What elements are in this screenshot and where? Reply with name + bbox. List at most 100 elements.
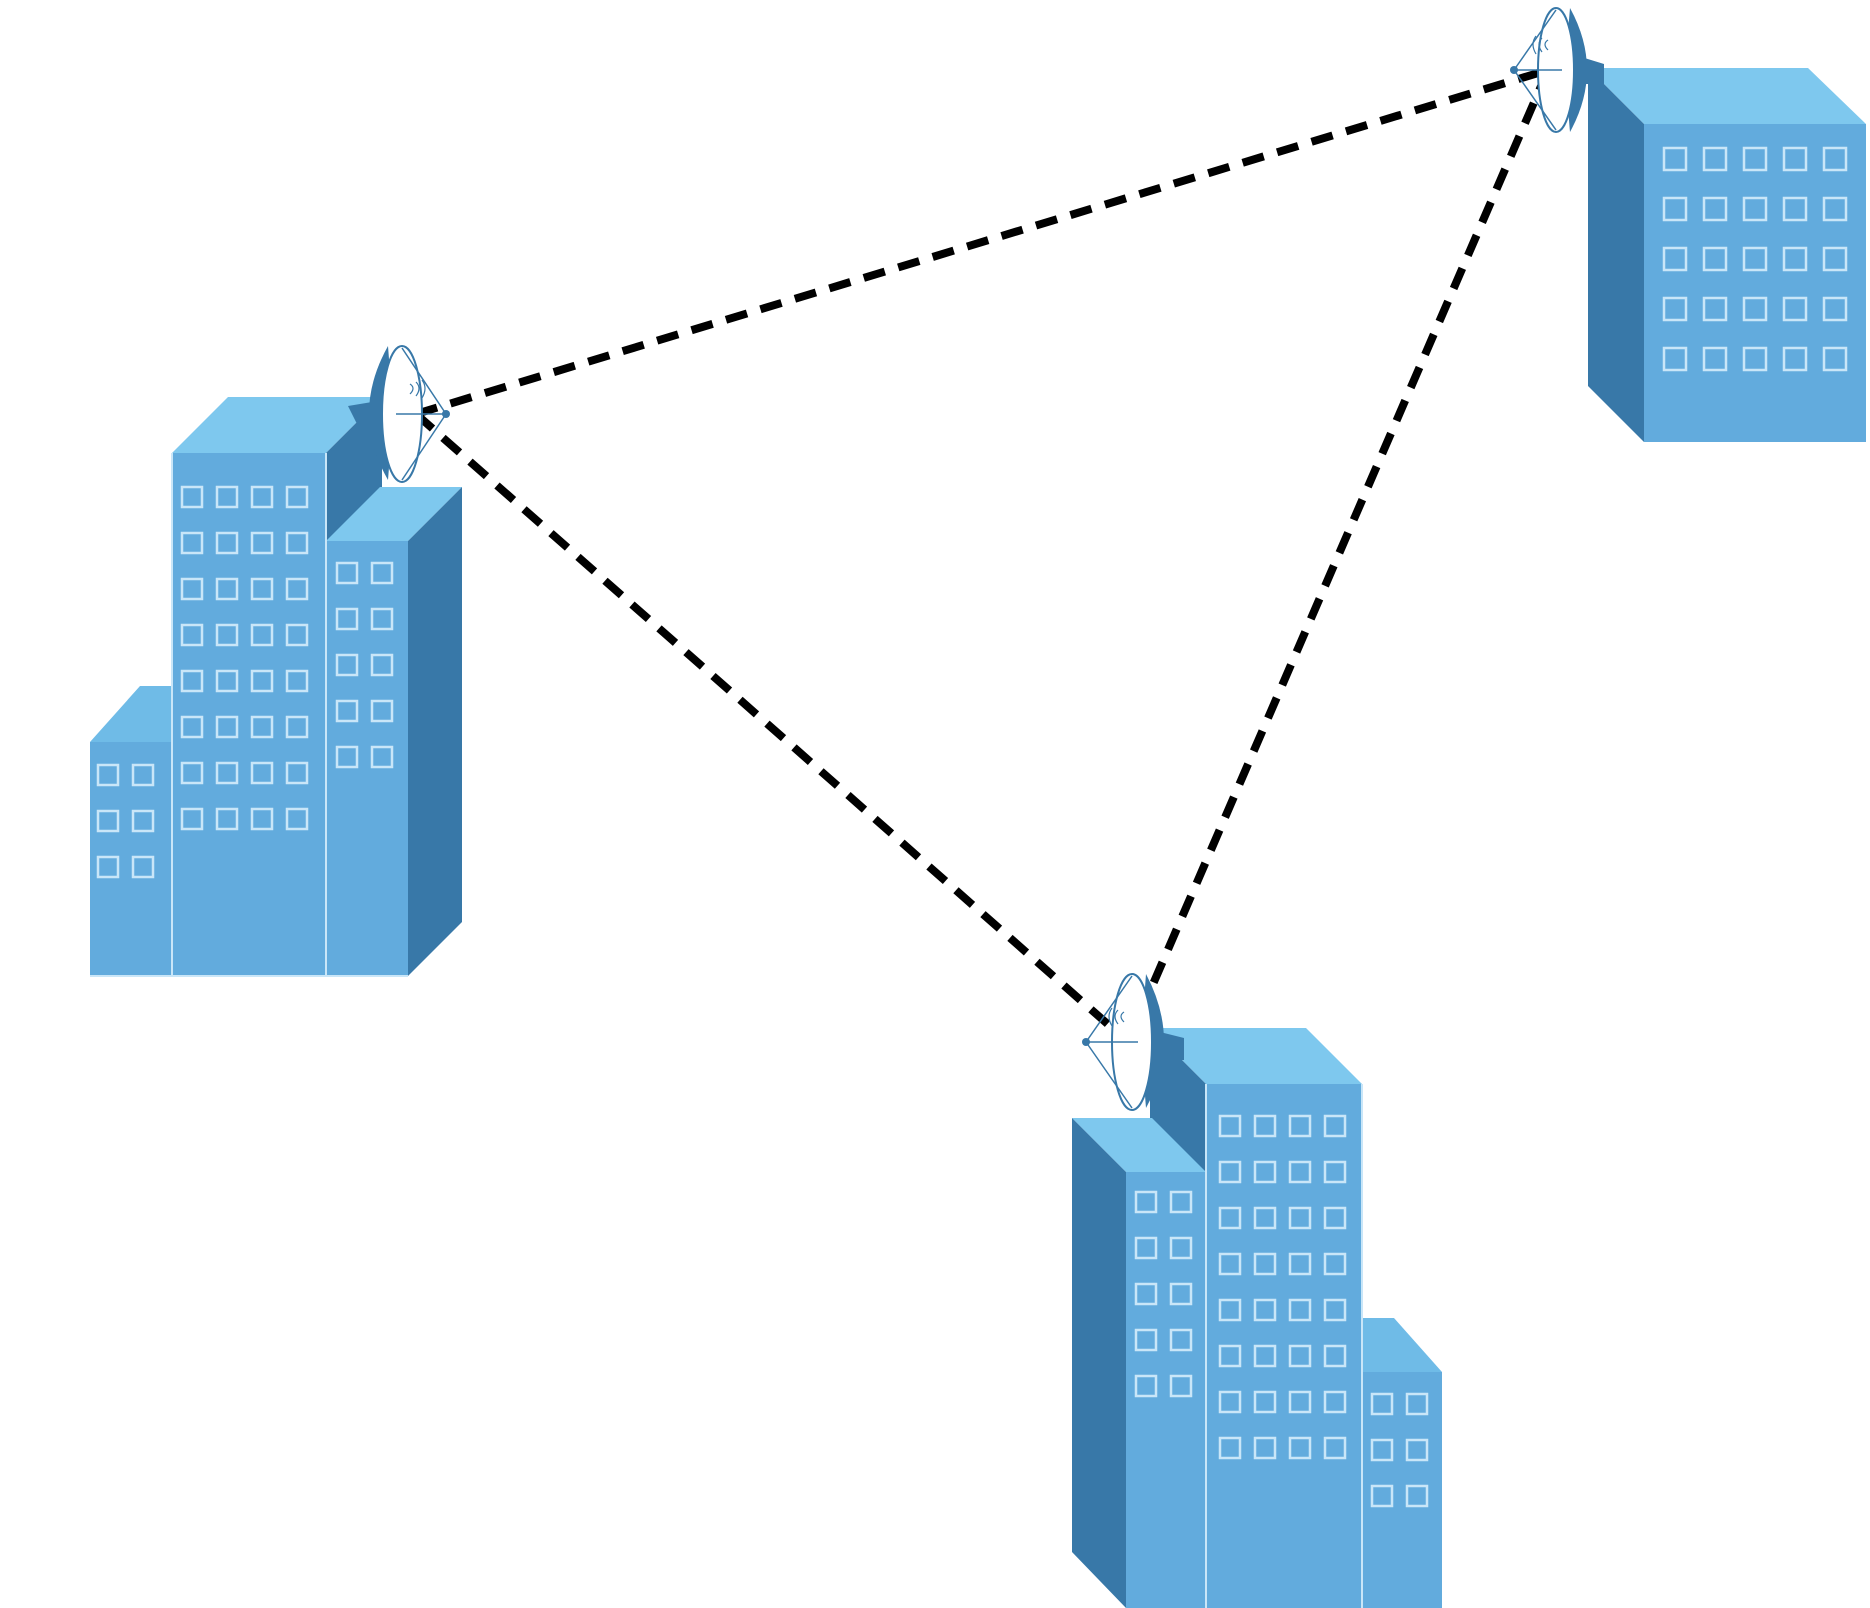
window xyxy=(131,855,155,879)
window xyxy=(1288,1344,1312,1368)
window xyxy=(1288,1298,1312,1322)
window xyxy=(1370,1392,1394,1416)
window xyxy=(215,577,239,601)
building-top-right xyxy=(1588,68,1866,442)
window xyxy=(1370,1484,1394,1508)
window xyxy=(1742,246,1768,272)
window xyxy=(215,531,239,555)
window xyxy=(1288,1160,1312,1184)
window xyxy=(1323,1298,1347,1322)
window xyxy=(1662,346,1688,372)
windows-top-right xyxy=(1662,146,1848,372)
window xyxy=(1253,1298,1277,1322)
window xyxy=(1742,346,1768,372)
window xyxy=(370,653,394,677)
building-bottom-left-block xyxy=(1072,1118,1206,1608)
window xyxy=(1253,1114,1277,1138)
window xyxy=(180,715,204,739)
window xyxy=(285,807,309,831)
window xyxy=(1218,1114,1242,1138)
window xyxy=(250,669,274,693)
window xyxy=(1662,246,1688,272)
window xyxy=(215,761,239,785)
window xyxy=(1169,1374,1193,1398)
window xyxy=(1253,1344,1277,1368)
window xyxy=(1370,1438,1394,1462)
window xyxy=(1782,146,1808,172)
window xyxy=(1782,296,1808,322)
window xyxy=(335,745,359,769)
window xyxy=(250,623,274,647)
window xyxy=(285,485,309,509)
window xyxy=(1662,296,1688,322)
window xyxy=(1822,346,1848,372)
window xyxy=(1134,1282,1158,1306)
window xyxy=(285,715,309,739)
window xyxy=(1742,146,1768,172)
window xyxy=(370,699,394,723)
window xyxy=(250,577,274,601)
window xyxy=(1288,1114,1312,1138)
window xyxy=(285,761,309,785)
window xyxy=(1702,146,1728,172)
window xyxy=(1253,1252,1277,1276)
window xyxy=(1288,1390,1312,1414)
window xyxy=(1702,346,1728,372)
link-top-right-to-bottom xyxy=(1124,68,1552,1044)
window xyxy=(1253,1390,1277,1414)
window xyxy=(335,699,359,723)
window xyxy=(1253,1206,1277,1230)
window xyxy=(1169,1236,1193,1260)
window xyxy=(1218,1390,1242,1414)
window xyxy=(1782,346,1808,372)
wireless-links xyxy=(413,66,1552,1045)
window xyxy=(1134,1328,1158,1352)
window xyxy=(96,855,120,879)
window xyxy=(335,653,359,677)
satellite-dish-icon xyxy=(1510,7,1604,133)
link-left-to-bottom xyxy=(413,411,1131,1045)
windows-bottom xyxy=(1134,1114,1429,1508)
building-bottom xyxy=(1072,1028,1442,1608)
window xyxy=(1323,1206,1347,1230)
building-bottom-right-annex xyxy=(1362,1318,1442,1608)
window xyxy=(1218,1206,1242,1230)
window xyxy=(180,577,204,601)
satellite-dish-icon xyxy=(1082,973,1184,1111)
window xyxy=(285,623,309,647)
window xyxy=(1288,1206,1312,1230)
window xyxy=(1822,146,1848,172)
window xyxy=(180,485,204,509)
window xyxy=(1253,1160,1277,1184)
window xyxy=(370,561,394,585)
window xyxy=(285,531,309,555)
window xyxy=(1782,196,1808,222)
window xyxy=(215,807,239,831)
window xyxy=(1253,1436,1277,1460)
window xyxy=(1218,1344,1242,1368)
window xyxy=(1405,1484,1429,1508)
window xyxy=(1702,296,1728,322)
window xyxy=(1323,1114,1347,1138)
window xyxy=(1218,1252,1242,1276)
window xyxy=(1405,1438,1429,1462)
window xyxy=(1169,1328,1193,1352)
window xyxy=(250,715,274,739)
window xyxy=(250,531,274,555)
window xyxy=(1134,1236,1158,1260)
window xyxy=(1702,246,1728,272)
window xyxy=(1742,296,1768,322)
window xyxy=(370,745,394,769)
window xyxy=(1169,1282,1193,1306)
window xyxy=(180,669,204,693)
window xyxy=(1822,196,1848,222)
window xyxy=(1218,1436,1242,1460)
window xyxy=(1742,196,1768,222)
satellite-dish-icon xyxy=(348,345,450,483)
window xyxy=(1323,1160,1347,1184)
window xyxy=(1288,1436,1312,1460)
building-left-annex xyxy=(90,686,172,976)
window xyxy=(96,763,120,787)
window xyxy=(335,607,359,631)
